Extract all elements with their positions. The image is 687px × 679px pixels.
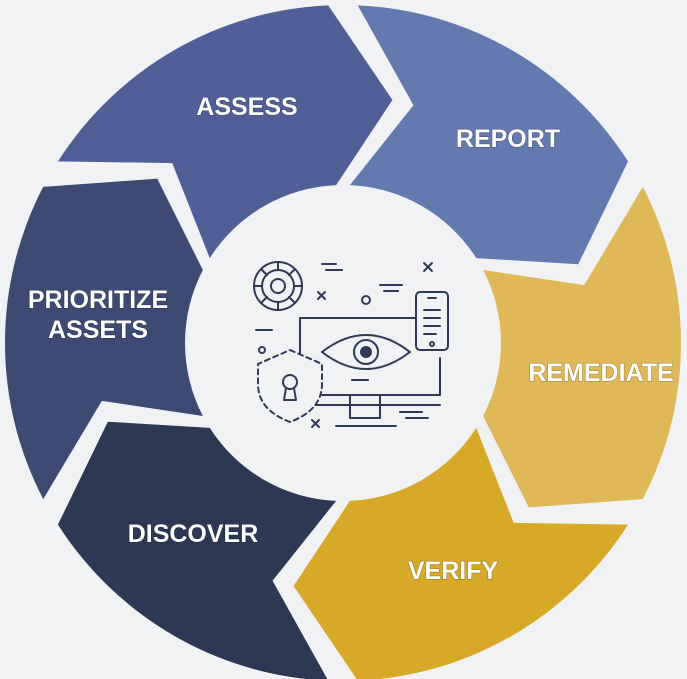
segments-layer xyxy=(4,5,681,679)
shield-lock-icon xyxy=(257,349,323,423)
segment-label-discover: DISCOVER xyxy=(128,520,259,548)
segment-verify xyxy=(293,427,629,679)
segment-label-remediate: REMEDIATE xyxy=(528,359,673,387)
segment-label-line: REMEDIATE xyxy=(528,359,673,387)
segment-label-line: ASSETS xyxy=(48,316,148,344)
segment-label-verify: VERIFY xyxy=(408,557,499,585)
segment-remediate xyxy=(483,186,681,508)
segment-discover xyxy=(57,421,337,679)
segment-assess xyxy=(57,5,393,259)
segment-report xyxy=(349,5,629,265)
segment-prioritize xyxy=(4,178,203,500)
segment-label-assess: ASSESS xyxy=(196,93,297,121)
segment-label-line: ASSESS xyxy=(196,93,297,121)
segment-label-line: DISCOVER xyxy=(128,520,259,548)
eye-icon xyxy=(321,334,411,370)
monitor-eye-shield-lock-icon xyxy=(253,261,449,428)
segment-label-line: VERIFY xyxy=(408,557,499,585)
hub-circle xyxy=(186,186,500,500)
segment-label-line: PRIORITIZE xyxy=(28,286,168,314)
phone-icon xyxy=(415,291,449,351)
segment-label-line: REPORT xyxy=(456,125,560,153)
gear-icon xyxy=(253,261,303,311)
segment-label-report: REPORT xyxy=(456,125,560,153)
